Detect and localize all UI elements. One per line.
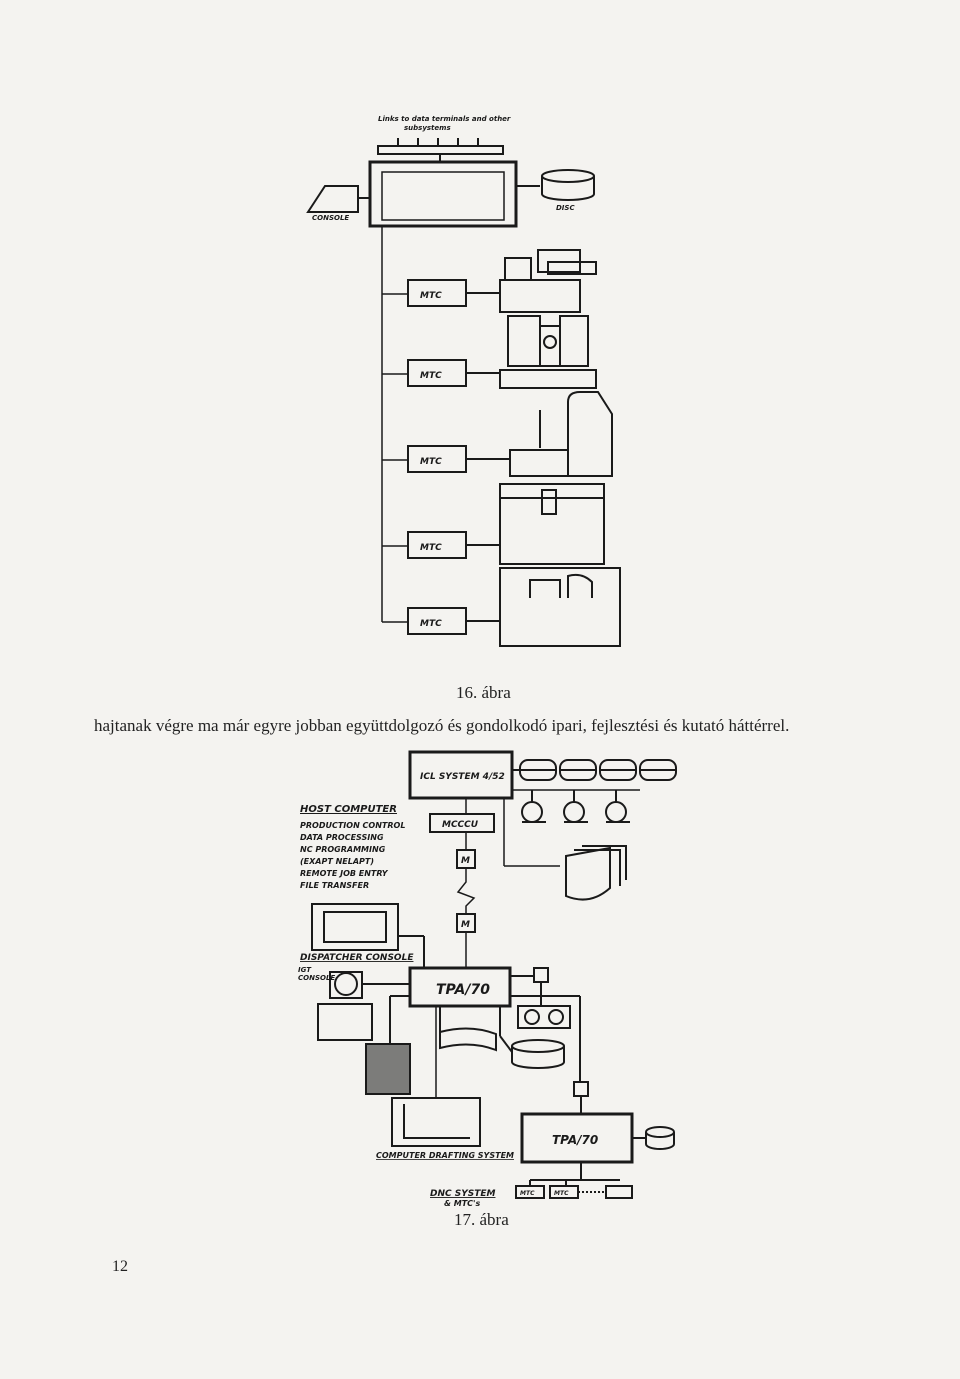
- mtc-label-2: MTC: [420, 371, 442, 381]
- icl-label: ICL SYSTEM 4/52: [420, 772, 505, 782]
- mtc-small-1: [515, 1185, 545, 1199]
- page-number: 12: [112, 1258, 128, 1275]
- disc-drives-row: [512, 759, 677, 781]
- tpa70-main-box: [408, 966, 512, 1008]
- mtc-label-1: MTC: [420, 291, 442, 301]
- terminal-box: [317, 1003, 373, 1041]
- mcccu-box: [429, 813, 495, 833]
- igt-label-2: CONSOLE: [298, 974, 335, 982]
- plotter-grid: [365, 1043, 411, 1095]
- figure-17-caption: 17. ábra: [454, 1210, 509, 1229]
- peripheral-link: [573, 1081, 589, 1097]
- mcccu-label: MCCCU: [442, 820, 479, 830]
- machine-tool-3: [567, 391, 613, 477]
- console-label: CONSOLE: [312, 214, 349, 222]
- mtc-small-label-1: MTC: [520, 1190, 535, 1197]
- machine-tool-4: [499, 483, 605, 565]
- host-line-3: NC PROGRAMMING: [300, 845, 386, 854]
- dnc-label-1: DNC SYSTEM: [430, 1189, 496, 1199]
- tape-unit: [517, 1005, 571, 1029]
- host-line-4: (EXAPT NELAPT): [300, 857, 374, 866]
- host-title: HOST COMPUTER: [300, 804, 397, 815]
- host-line-1: PRODUCTION CONTROL: [300, 821, 405, 830]
- host-line-6: FILE TRANSFER: [300, 881, 369, 890]
- paper-tape: [439, 1006, 497, 1052]
- disc-label: DISC: [556, 204, 575, 212]
- host-line-5: REMOTE JOB ENTRY: [300, 869, 389, 878]
- lower-disc: [645, 1126, 675, 1138]
- mtc-label-4: MTC: [420, 543, 442, 553]
- tpa70-label: TPA/70: [436, 982, 490, 998]
- terminal-bus: [377, 145, 504, 155]
- figure-17: ICL SYSTEM 4/52 HOST C: [298, 750, 677, 1208]
- mtc-small-label-2: MTC: [554, 1190, 569, 1197]
- modem-upper-label: M: [461, 856, 470, 866]
- figure-16-caption: 16. ábra: [456, 683, 511, 702]
- mtc-label-3: MTC: [420, 457, 442, 467]
- dispatcher-console-screen: [311, 903, 399, 951]
- igt-label-1: IGT: [298, 966, 312, 974]
- links-label-line2: subsystems: [404, 124, 451, 132]
- figure-16: Links to data terminals and other subsys…: [306, 115, 621, 647]
- tpa70-lower-label: TPA/70: [552, 1133, 598, 1147]
- mtc-label-5: MTC: [420, 619, 442, 629]
- machine-tool-1: [499, 279, 581, 313]
- machine-tool-5: [499, 567, 621, 647]
- icl-system-box: [408, 750, 514, 800]
- machine-tool-2: [507, 315, 541, 367]
- host-line-2: DATA PROCESSING: [300, 833, 384, 842]
- disc-icon: [541, 169, 595, 183]
- dispatcher-label: DISPATCHER CONSOLE: [300, 953, 414, 963]
- central-computer: [368, 160, 518, 228]
- drafting-screen: [391, 1097, 481, 1147]
- peripheral-small: [533, 967, 549, 983]
- tape-drives: [512, 789, 640, 823]
- disc-unit: [511, 1039, 565, 1053]
- dnc-label-2: & MTC's: [444, 1199, 481, 1208]
- modem-lower-label: M: [461, 920, 470, 930]
- links-label-line1: Links to data terminals and other: [378, 115, 511, 123]
- body-text: hajtanak végre ma már egyre jobban együt…: [94, 716, 790, 735]
- console-icon: [306, 185, 359, 213]
- printer-listing: [565, 846, 611, 901]
- drafting-label: COMPUTER DRAFTING SYSTEM: [376, 1151, 514, 1160]
